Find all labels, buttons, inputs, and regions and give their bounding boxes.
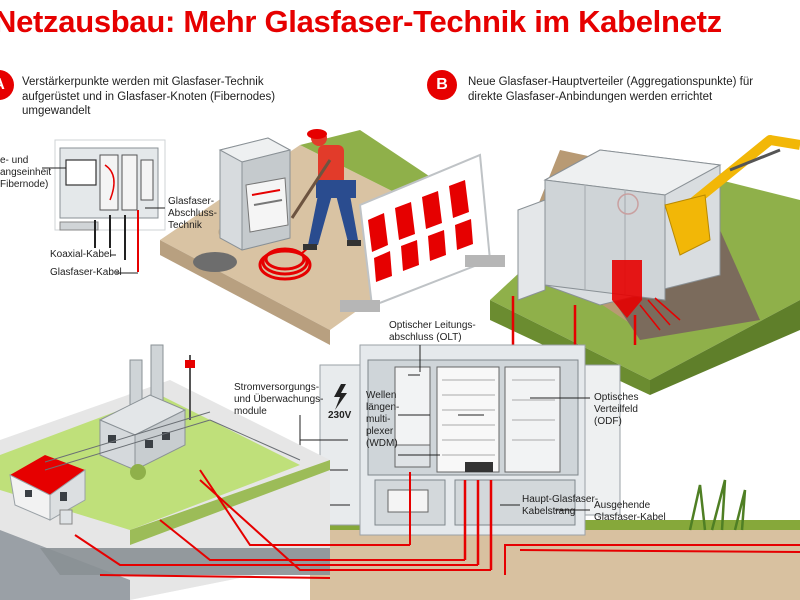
label-voltage: 230V [328,410,352,421]
excavator-icon [664,135,800,256]
page-title: Netzausbau: Mehr Glasfaser-Technik im Ka… [0,4,722,39]
label-fibernode-2: angseinheit [0,167,52,178]
main-distributor-cabinet [517,149,722,331]
street-cabinet [218,137,292,251]
label-haupt-1: Haupt-Glasfaser- [522,494,599,505]
label-haupt-2: Kabelstrang [522,506,576,517]
label-glasfaser-kabel: Glasfaser-Kabel [50,267,122,278]
label-olt-2: abschluss (OLT) [389,332,462,343]
label-strom-3: module [234,406,267,417]
label-ausgehend-1: Ausgehende [594,500,651,511]
label-fibernode-1: e- und [0,155,29,166]
badge-a: A [0,70,14,100]
label-wdm-5: (WDM) [366,438,398,449]
factory-icon [98,344,195,480]
fibernode-detail [42,139,166,274]
label-fibernode-3: Fibernode) [0,179,49,190]
label-wdm-2: längen- [366,402,400,413]
label-abschluss-2: Abschluss- [168,208,217,219]
label-odf-1: Optisches [594,392,639,403]
barrier-icon [340,153,505,312]
label-odf-3: (ODF) [594,416,622,427]
label-strom-2: und Überwachungs- [234,394,324,405]
central-cabinet [319,344,621,570]
label-ausgehend-2: Glasfaser-Kabel [594,512,666,523]
label-wdm-1: Wellen [366,390,397,401]
house-icon [9,455,86,525]
label-abschluss-3: Technik [168,220,202,231]
label-odf-2: Verteilfeld [594,404,638,415]
label-olt-1: Optischer Leitungs- [389,320,476,331]
worker-icon [290,129,361,250]
label-strom-1: Stromversorgungs- [234,382,320,393]
label-wdm-4: plexer [366,426,394,437]
fiber-routes-bottom [74,469,800,579]
section-b-text: Neue Glasfaser-Hauptverteiler (Aggregati… [468,76,754,103]
fence [44,411,301,471]
section-a-text: Verstärkerpunkte werden mit Glasfaser-Te… [22,76,276,117]
label-wdm-3: multi- [366,414,391,425]
badge-b: B [427,70,457,100]
lightning-icon [334,384,347,410]
label-koaxial: Koaxial-Kabel [50,249,112,260]
label-abschluss-1: Glasfaser- [168,196,215,207]
